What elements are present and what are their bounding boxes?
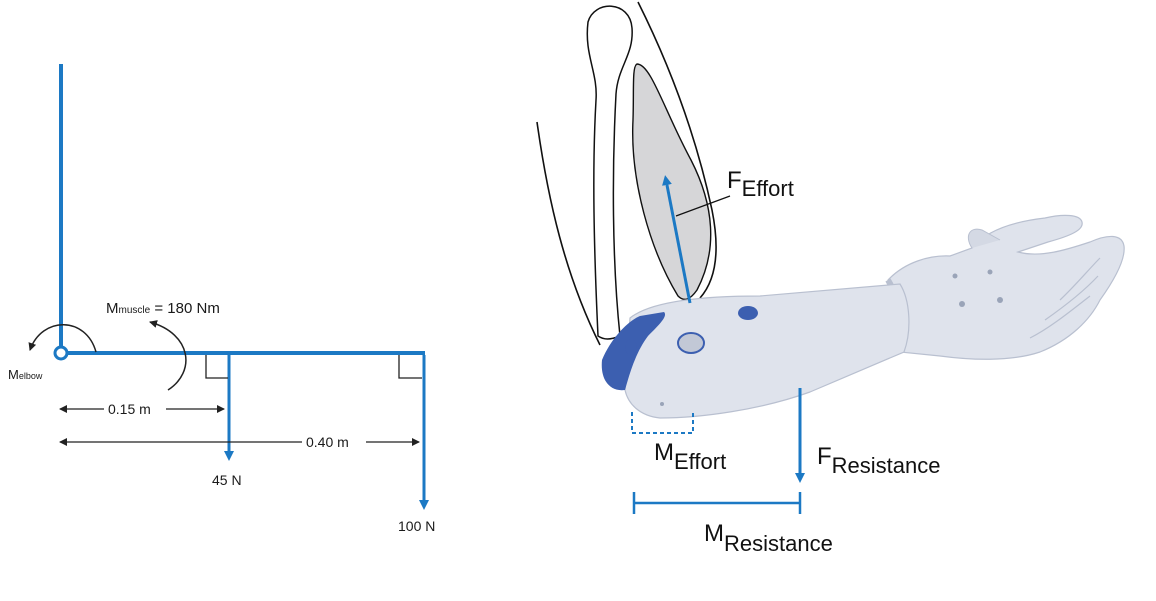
- sensor-pad-large: [677, 332, 705, 354]
- elbow-moment-arrow: [28, 324, 97, 353]
- effort-moment-arm-bracket: [631, 412, 694, 434]
- humerus-bone: [586, 5, 633, 340]
- resistance-moment-arm-bracket: [632, 492, 802, 514]
- prosthetic-hand: [885, 214, 1125, 360]
- arm-outline-back: [536, 121, 601, 346]
- prosthetic-forearm: [601, 283, 910, 419]
- sensor-pad-small: [738, 306, 758, 320]
- effort-force-label: FEffort: [727, 167, 794, 201]
- resistance-force-label: FResistance: [817, 443, 941, 478]
- muscle-moment-arrow: [149, 320, 187, 391]
- right-angle-mark-2: [398, 355, 422, 379]
- elbow-joint: [53, 345, 69, 361]
- effort-moment-label: MEffort: [654, 439, 726, 474]
- arm-outline-front: [637, 1, 717, 299]
- dimension-label-long: 0.40 m: [306, 434, 349, 450]
- arm-prosthesis-illustration: FEffort FResistance MEffort MResistance: [536, 1, 1125, 556]
- force-label-45n: 45 N: [212, 472, 242, 488]
- right-angle-mark-1: [205, 355, 228, 379]
- free-body-diagram: Mmuscle = 180 Nm Melbow 0.15 m 0.40 m 45…: [8, 64, 435, 534]
- force-label-100n: 100 N: [398, 518, 435, 534]
- effort-force-arrow: [662, 175, 692, 304]
- elbow-moment-label: Melbow: [8, 367, 43, 382]
- biceps-muscle: [632, 63, 712, 301]
- sensor-pad-front: [625, 339, 637, 355]
- resistance-moment-label: MResistance: [704, 520, 833, 556]
- dimension-label-short: 0.15 m: [108, 401, 151, 417]
- muscle-moment-label: Mmuscle = 180 Nm: [106, 300, 220, 317]
- effort-leader-line: [675, 195, 731, 217]
